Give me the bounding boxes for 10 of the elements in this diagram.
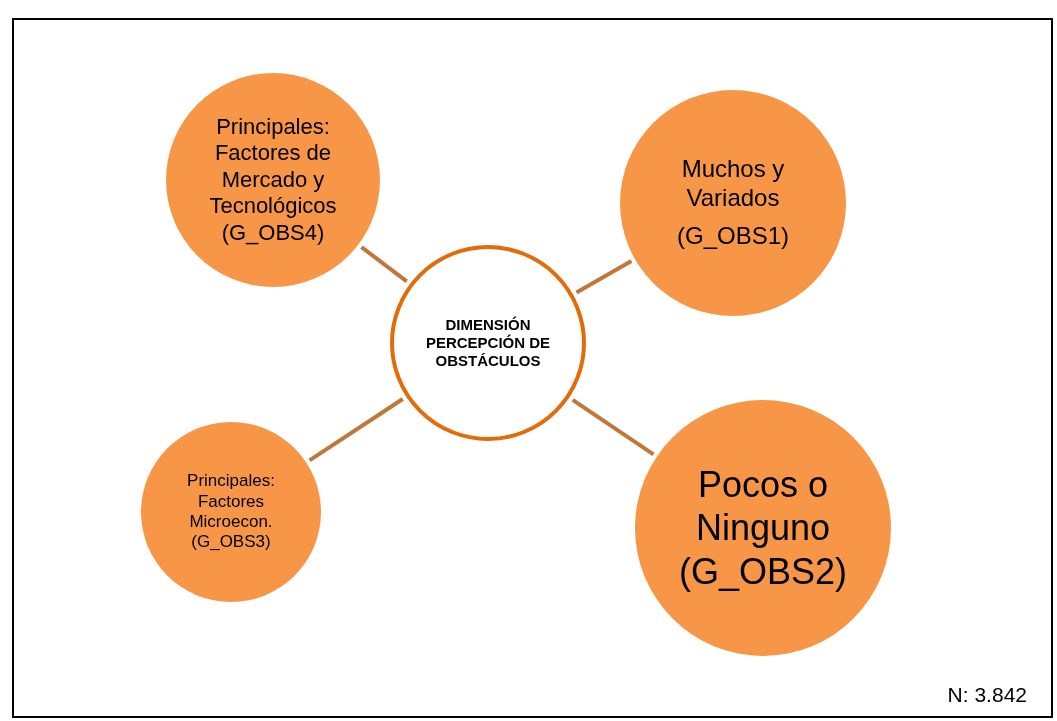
sample-size-note: N: 3.842 [947, 683, 1027, 707]
connector-line [308, 397, 404, 463]
circle-label: Principales: Factores de Mercado y Tecnológicos (G_OBS4) [208, 114, 338, 246]
connector-line [575, 259, 633, 295]
circle-label: DIMENSIÓN PERCEPCIÓN DE OBSTÁCULOS [424, 316, 552, 370]
circle-label: Pocos o Ninguno (G_OBS2) [677, 463, 848, 593]
circle-label: (G_OBS1) [677, 222, 789, 252]
circle-label: Muchos y Variados [680, 154, 786, 213]
connector-line [360, 245, 408, 283]
circle-label: Principales: Factores Microecon. (G_OBS3) [186, 471, 276, 553]
